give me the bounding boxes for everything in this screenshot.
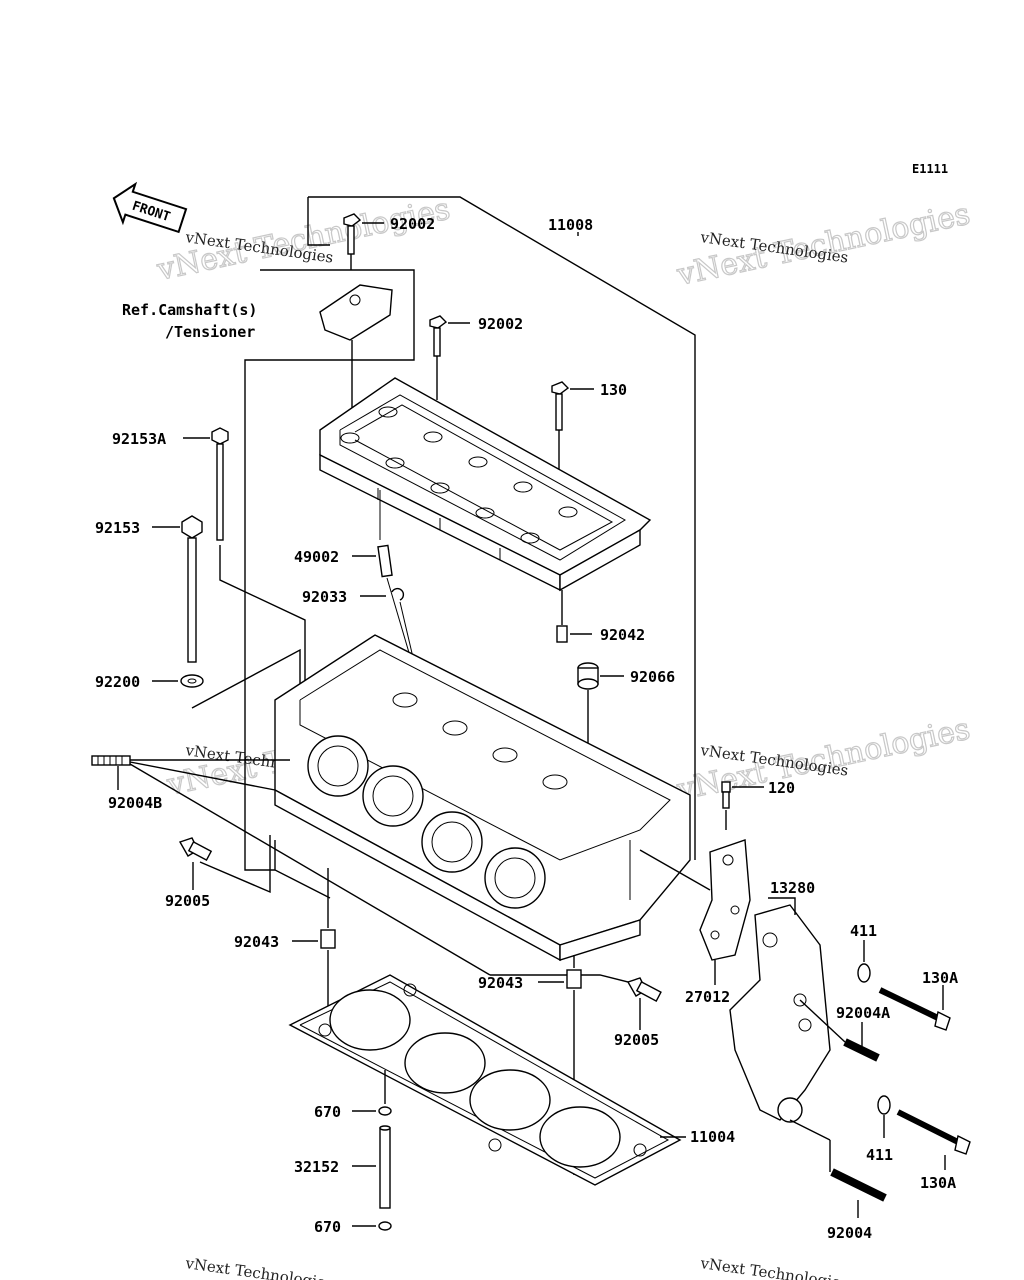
watermark-text: vNext Technologies: [183, 1254, 334, 1280]
part-label-92004A: 92004A: [836, 1004, 890, 1022]
watermark-text: vNext Technologies: [698, 1254, 849, 1280]
diagram-code: E1111: [912, 162, 948, 176]
bolt-130A-bottom: [896, 1109, 971, 1170]
washer-411-bottom: [877, 1095, 891, 1138]
oring-670-bottom: [352, 1221, 392, 1231]
stud-92004: [789, 1119, 887, 1218]
bolt-92002-mid: [429, 315, 470, 400]
stud-92004B: [91, 755, 491, 976]
part-label-670: 670: [314, 1218, 341, 1236]
ref-camshaft-label: Ref.Camshaft(s): [122, 301, 257, 319]
part-label-92002: 92002: [390, 215, 435, 233]
ref-tensioner-label: /Tensioner: [165, 323, 255, 341]
cylinder-head: [274, 634, 691, 962]
part-label-92200: 92200: [95, 673, 140, 691]
fitting-92005-left: [178, 835, 271, 894]
bolt-120: [721, 781, 764, 830]
part-label-92033: 92033: [302, 588, 347, 606]
part-label-120: 120: [768, 779, 795, 797]
part-label-92042: 92042: [600, 626, 645, 644]
dowel-92042: [379, 490, 592, 643]
part-label-92005: 92005: [165, 892, 210, 910]
part-label-411: 411: [850, 922, 877, 940]
part-label-92066: 92066: [630, 668, 675, 686]
part-label-411: 411: [866, 1146, 893, 1164]
part-label-130A: 130A: [922, 969, 958, 987]
plate-27012: [639, 839, 751, 985]
part-label-92002: 92002: [478, 315, 523, 333]
bolt-130A-top: [878, 985, 951, 1031]
part-label-92004: 92004: [827, 1224, 872, 1242]
front-arrow-icon: FRONT: [112, 181, 188, 234]
washer-92200: [152, 648, 301, 709]
assembly-outline: [307, 197, 330, 246]
bolt-92153A: [183, 427, 306, 690]
part-label-92005: 92005: [614, 1031, 659, 1049]
part-label-92153: 92153: [95, 519, 140, 537]
camshaft-cap-frame: [319, 377, 652, 592]
bracket-13280: [729, 897, 831, 1123]
stud-92004A: [799, 999, 880, 1062]
pipe-32152: [352, 1125, 391, 1209]
part-label-670: 670: [314, 1103, 341, 1121]
leader-line: [490, 974, 641, 986]
oring-670-top: [352, 1070, 392, 1116]
part-label-11008: 11008: [548, 216, 593, 234]
part-label-27012: 27012: [685, 988, 730, 1006]
ref-box: [244, 269, 415, 871]
bolt-92002-top: [343, 213, 384, 270]
bolt-130: [551, 381, 594, 470]
part-label-92153A: 92153A: [112, 430, 166, 448]
part-label-92043: 92043: [234, 933, 279, 951]
fitting-92005-right: [626, 977, 662, 1030]
washer-411-top: [857, 940, 871, 983]
tensioner-bracket: [319, 284, 393, 420]
bolt-92153: [152, 515, 203, 663]
part-label-130: 130: [600, 381, 627, 399]
assembly-outline: [308, 196, 696, 860]
part-label-92004B: 92004B: [108, 794, 162, 812]
part-label-92043: 92043: [478, 974, 523, 992]
part-label-11004: 11004: [690, 1128, 735, 1146]
part-label-32152: 32152: [294, 1158, 339, 1176]
part-label-13280: 13280: [770, 879, 815, 897]
part-label-49002: 49002: [294, 548, 339, 566]
part-label-130A: 130A: [920, 1174, 956, 1192]
head-gasket-11004: [288, 974, 686, 1186]
leader-line: [274, 840, 331, 899]
